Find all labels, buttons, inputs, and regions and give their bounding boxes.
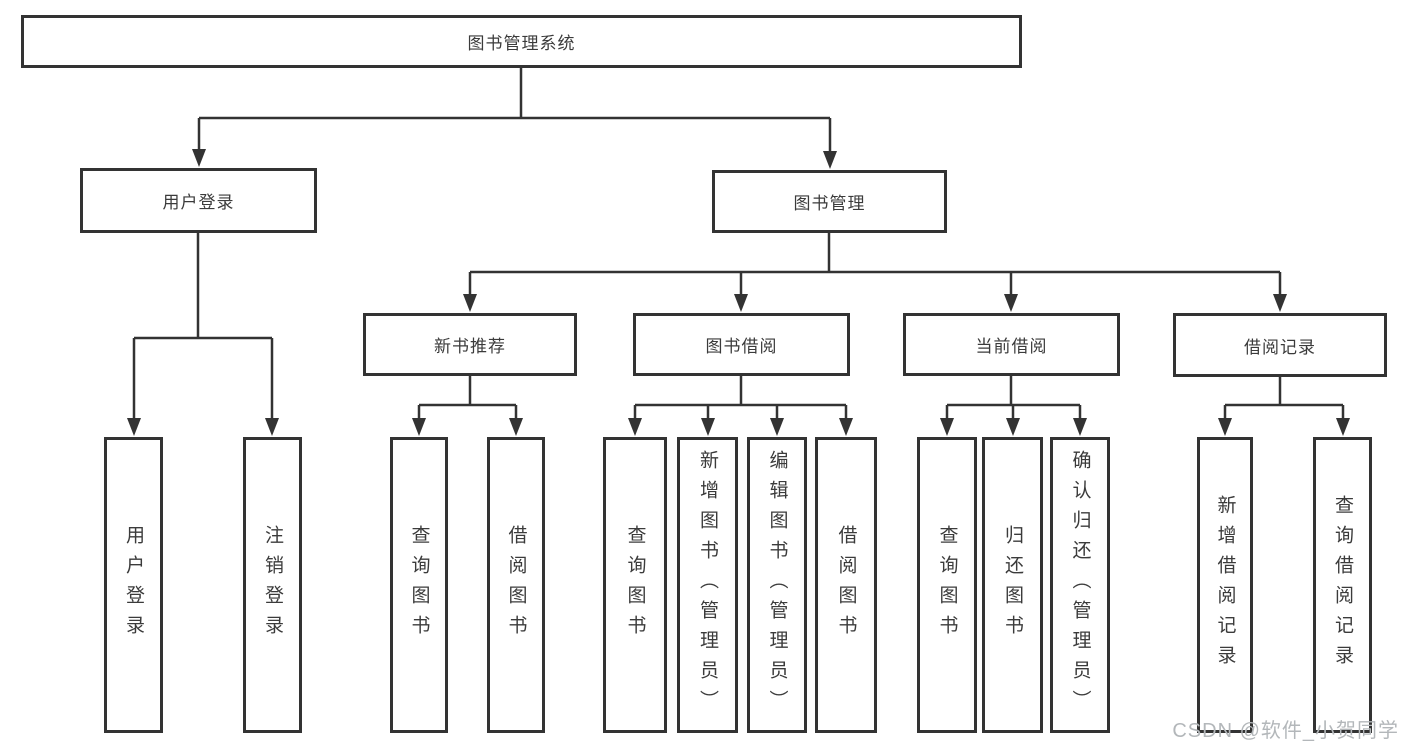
leaf-return-book: 归还图书: [982, 437, 1043, 733]
leaf-logout: 注销登录: [243, 437, 302, 733]
leaf-borrow-books: 借阅图书: [815, 437, 877, 733]
leaf-add-borrow-record: 新增借阅记录: [1197, 437, 1253, 733]
leaf-confirm-return-admin: 确认归还（管理员）: [1050, 437, 1110, 733]
leaf-edit-book-admin: 编辑图书（管理员）: [747, 437, 807, 733]
leaf-query-books-borrow: 查询图书: [603, 437, 667, 733]
node-borrow-records: 借阅记录: [1173, 313, 1387, 377]
node-current-borrow: 当前借阅: [903, 313, 1120, 376]
leaf-query-borrow-record: 查询借阅记录: [1313, 437, 1372, 733]
node-library-system: 图书管理系统: [21, 15, 1022, 68]
leaf-borrow-books-recommend: 借阅图书: [487, 437, 545, 733]
node-book-management: 图书管理: [712, 170, 947, 233]
leaf-query-books-recommend: 查询图书: [390, 437, 448, 733]
leaf-add-book-admin: 新增图书（管理员）: [677, 437, 738, 733]
node-user-login: 用户登录: [80, 168, 317, 233]
csdn-watermark: CSDN @软件_小贺同学: [1172, 720, 1399, 742]
leaf-user-login: 用户登录: [104, 437, 163, 733]
leaf-query-books-current: 查询图书: [917, 437, 977, 733]
node-new-book-recommend: 新书推荐: [363, 313, 577, 376]
node-book-borrow: 图书借阅: [633, 313, 850, 376]
